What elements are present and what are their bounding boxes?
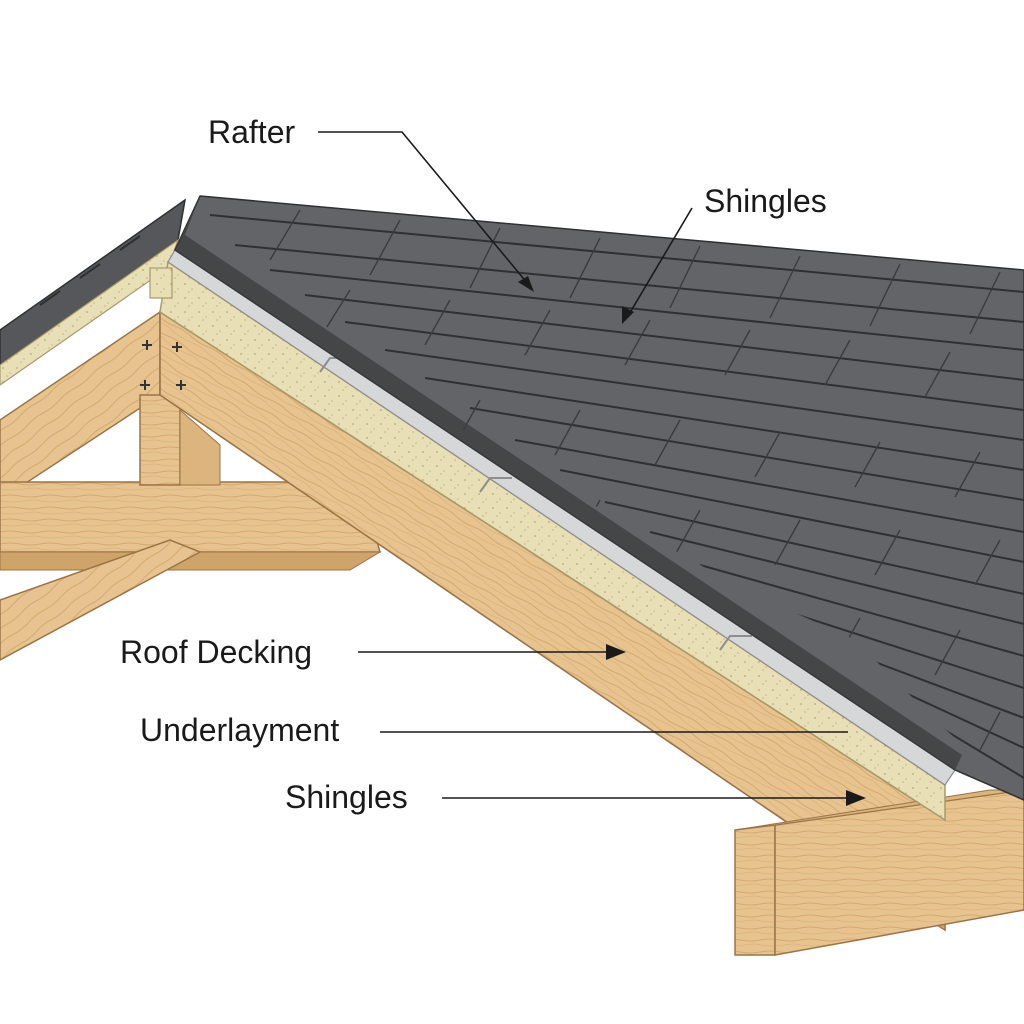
- leader-shingles-top: [627, 207, 693, 317]
- label-shingles-top-group: Shingles: [622, 183, 827, 324]
- leader-rafter: [318, 131, 529, 285]
- arrow-roof-decking: [606, 644, 626, 660]
- label-shingles-bottom-group: Shingles: [285, 779, 866, 815]
- label-roof-decking: Roof Decking: [120, 634, 312, 670]
- fastener-marks: [140, 340, 186, 390]
- label-underlayment: Underlayment: [140, 712, 339, 748]
- label-rafter: Rafter: [208, 114, 295, 150]
- roof-decking-layer: [149, 260, 946, 822]
- arrow-shingles-top: [622, 306, 634, 324]
- collar-tie: [0, 481, 382, 571]
- label-shingles-bottom: Shingles: [285, 779, 408, 815]
- label-roof-decking-group: Roof Decking: [120, 634, 626, 670]
- arrow-shingles-bottom: [846, 790, 866, 806]
- lower-left-brace: [0, 539, 202, 661]
- label-rafter-group: Rafter: [208, 114, 534, 292]
- king-post: [139, 394, 221, 486]
- label-shingles-top: Shingles: [704, 183, 827, 219]
- shingle-field: [174, 195, 1024, 801]
- arrow-rafter: [518, 276, 534, 292]
- label-underlayment-group: Underlayment: [140, 712, 848, 748]
